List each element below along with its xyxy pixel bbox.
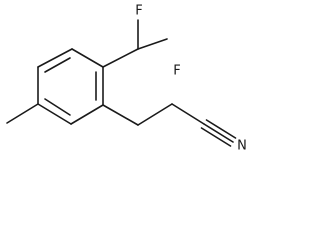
- ring-double-bond-c4-c5: [44, 98, 71, 116]
- ring-bond-c4-c5: [37, 103, 72, 125]
- bond-ch2-ch2: [137, 103, 173, 126]
- difluoromethyl-group: F F: [102, 4, 181, 79]
- bond-ring-to-ch2: [102, 104, 139, 126]
- nitrogen-atom: N: [237, 139, 247, 154]
- chemical-structure: F F N: [6, 4, 247, 154]
- fluorine-atom-1: F: [135, 4, 142, 19]
- methyl-bond: [6, 103, 39, 124]
- bond-ch2-cn: [171, 103, 205, 125]
- ring-bond-c5-c6: [70, 104, 104, 125]
- fluorine-atom-2: F: [173, 64, 180, 79]
- ring-bond-c2-c3: [37, 48, 73, 68]
- benzene-ring: [37, 48, 104, 125]
- ring-double-bond-c2-c3: [44, 57, 71, 73]
- bond-ring-to-chf2: [102, 48, 139, 68]
- ring-bond-c1-c2: [71, 48, 104, 68]
- propanenitrile-chain: N: [102, 103, 247, 154]
- nitrile-triple-bond: [200, 119, 237, 147]
- bond-c-f2: [137, 38, 168, 50]
